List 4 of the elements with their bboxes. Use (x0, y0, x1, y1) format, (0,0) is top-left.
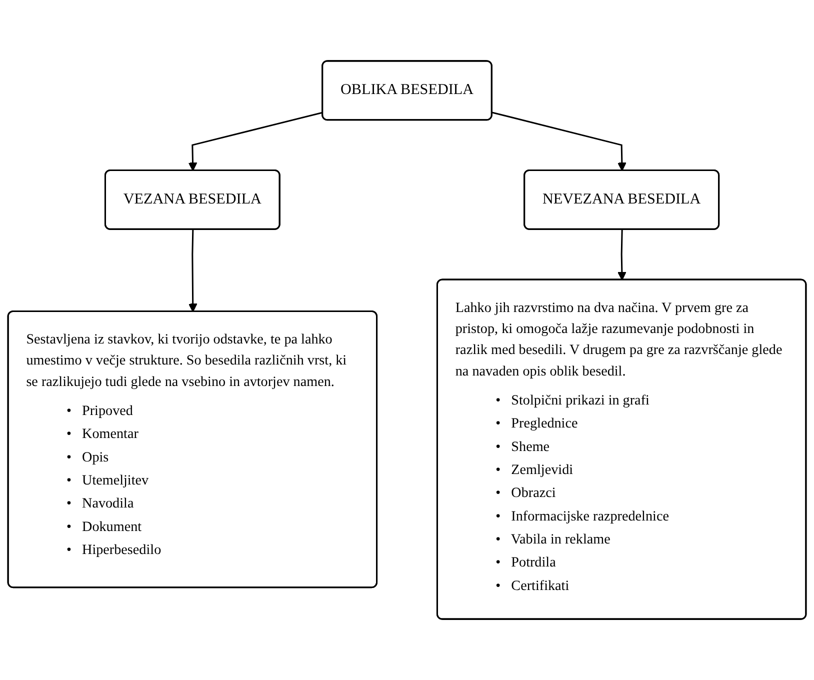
arrow (618, 230, 626, 280)
arrow (188, 112, 324, 172)
arrow (492, 112, 626, 172)
arrow (188, 230, 198, 312)
